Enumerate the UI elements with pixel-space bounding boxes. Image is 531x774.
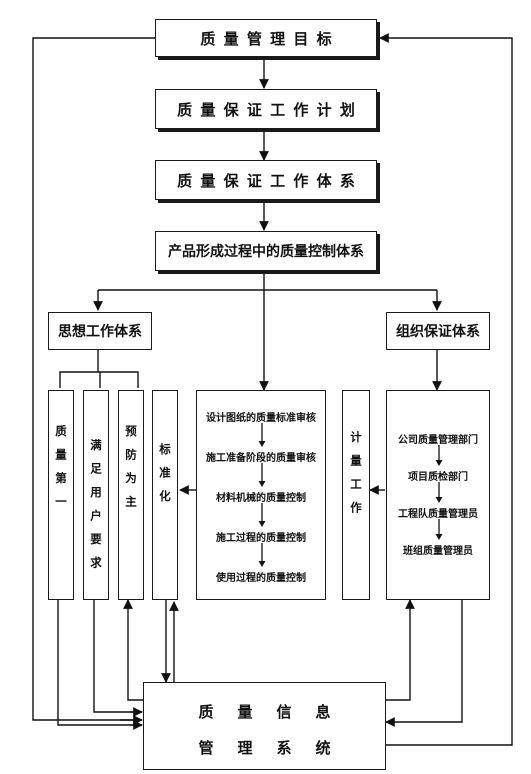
- control-steps-arrows: [258, 423, 266, 567]
- line-info-to-org: [386, 599, 415, 701]
- org-level-1: 公司质量管理部门: [398, 435, 478, 446]
- node-assurance-system-label: 质量保证工作体系: [177, 171, 364, 190]
- node-organization-system-label: 组织保证体系: [396, 324, 480, 340]
- info-system-line2: 管理系统: [198, 739, 355, 757]
- node-control-system-label: 产品形成过程中的质量控制体系: [168, 244, 364, 260]
- node-organization-system: 组织保证体系: [386, 312, 490, 350]
- node-prevention-label: 预防为主: [124, 425, 138, 519]
- line-meet-user-to-info: [93, 600, 142, 713]
- org-level-4: 班组质量管理员: [403, 546, 473, 557]
- node-assurance-plan-label: 质量保证工作计划: [177, 100, 364, 119]
- org-levels-list: 公司质量管理部门项目质检部门工程队质量管理员班组质量管理员: [387, 391, 489, 599]
- control-step-3: 材料机械的质量控制: [216, 493, 306, 504]
- control-step-5: 使用过程的质量控制: [216, 573, 306, 584]
- ideology-bracket-top: [59, 371, 139, 388]
- node-quality-goal: 质量管理目标: [155, 19, 377, 57]
- line-info-to-prevention: [123, 599, 150, 701]
- org-level-arrowhead-1: [435, 460, 443, 466]
- org-level-2: 项目质检部门: [408, 472, 468, 483]
- node-meet-user: 满足用户要求: [83, 390, 109, 600]
- org-levels-arrows: [435, 445, 443, 540]
- outer-loop-left: [32, 37, 155, 721]
- outer-loop-right: [379, 33, 513, 746]
- org-level-3: 工程队质量管理员: [398, 509, 478, 520]
- node-measurement: 计量工作: [342, 390, 370, 600]
- org-level-arrowhead-3: [435, 534, 443, 540]
- control-step-4: 施工过程的质量控制: [216, 533, 306, 544]
- node-quality-first: 质量第一: [48, 390, 74, 600]
- node-meet-user-label: 满足用户要求: [89, 439, 103, 580]
- control-step-1: 设计图纸的质量标准审核: [206, 413, 316, 424]
- node-quality-first-label: 质量第一: [54, 425, 68, 519]
- control-step-arrowhead-1: [258, 441, 266, 447]
- line-quality-first-to-info: [57, 600, 142, 726]
- node-org-levels: 公司质量管理部门项目质检部门工程队质量管理员班组质量管理员: [386, 390, 490, 600]
- node-prevention: 预防为主: [118, 390, 144, 600]
- info-system-line1: 质量信息: [198, 703, 355, 721]
- node-control-system: 产品形成过程中的质量控制体系: [155, 231, 377, 271]
- node-assurance-system: 质量保证工作体系: [155, 160, 377, 200]
- node-quality-goal-label: 质量管理目标: [200, 29, 340, 48]
- node-ideology-system: 思想工作体系: [48, 312, 152, 350]
- node-quality-info-system: 质量信息 管理系统: [143, 682, 386, 770]
- control-step-2: 施工准备阶段的质量审核: [206, 453, 316, 464]
- node-ideology-system-label: 思想工作体系: [58, 324, 142, 340]
- line-org-to-info: [385, 600, 463, 727]
- control-step-arrowhead-4: [258, 561, 266, 567]
- node-assurance-plan: 质量保证工作计划: [155, 89, 377, 129]
- control-step-arrowhead-3: [258, 521, 266, 527]
- node-standardization-label: 标准化: [158, 443, 172, 514]
- org-level-arrowhead-2: [435, 497, 443, 503]
- node-measurement-label: 计量工作: [349, 431, 363, 525]
- control-step-arrowhead-2: [258, 481, 266, 487]
- node-standardization: 标准化: [152, 390, 178, 600]
- node-control-steps: 设计图纸的质量标准审核施工准备阶段的质量审核材料机械的质量控制施工过程的质量控制…: [196, 390, 326, 600]
- control-steps-list: 设计图纸的质量标准审核施工准备阶段的质量审核材料机械的质量控制施工过程的质量控制…: [197, 391, 325, 599]
